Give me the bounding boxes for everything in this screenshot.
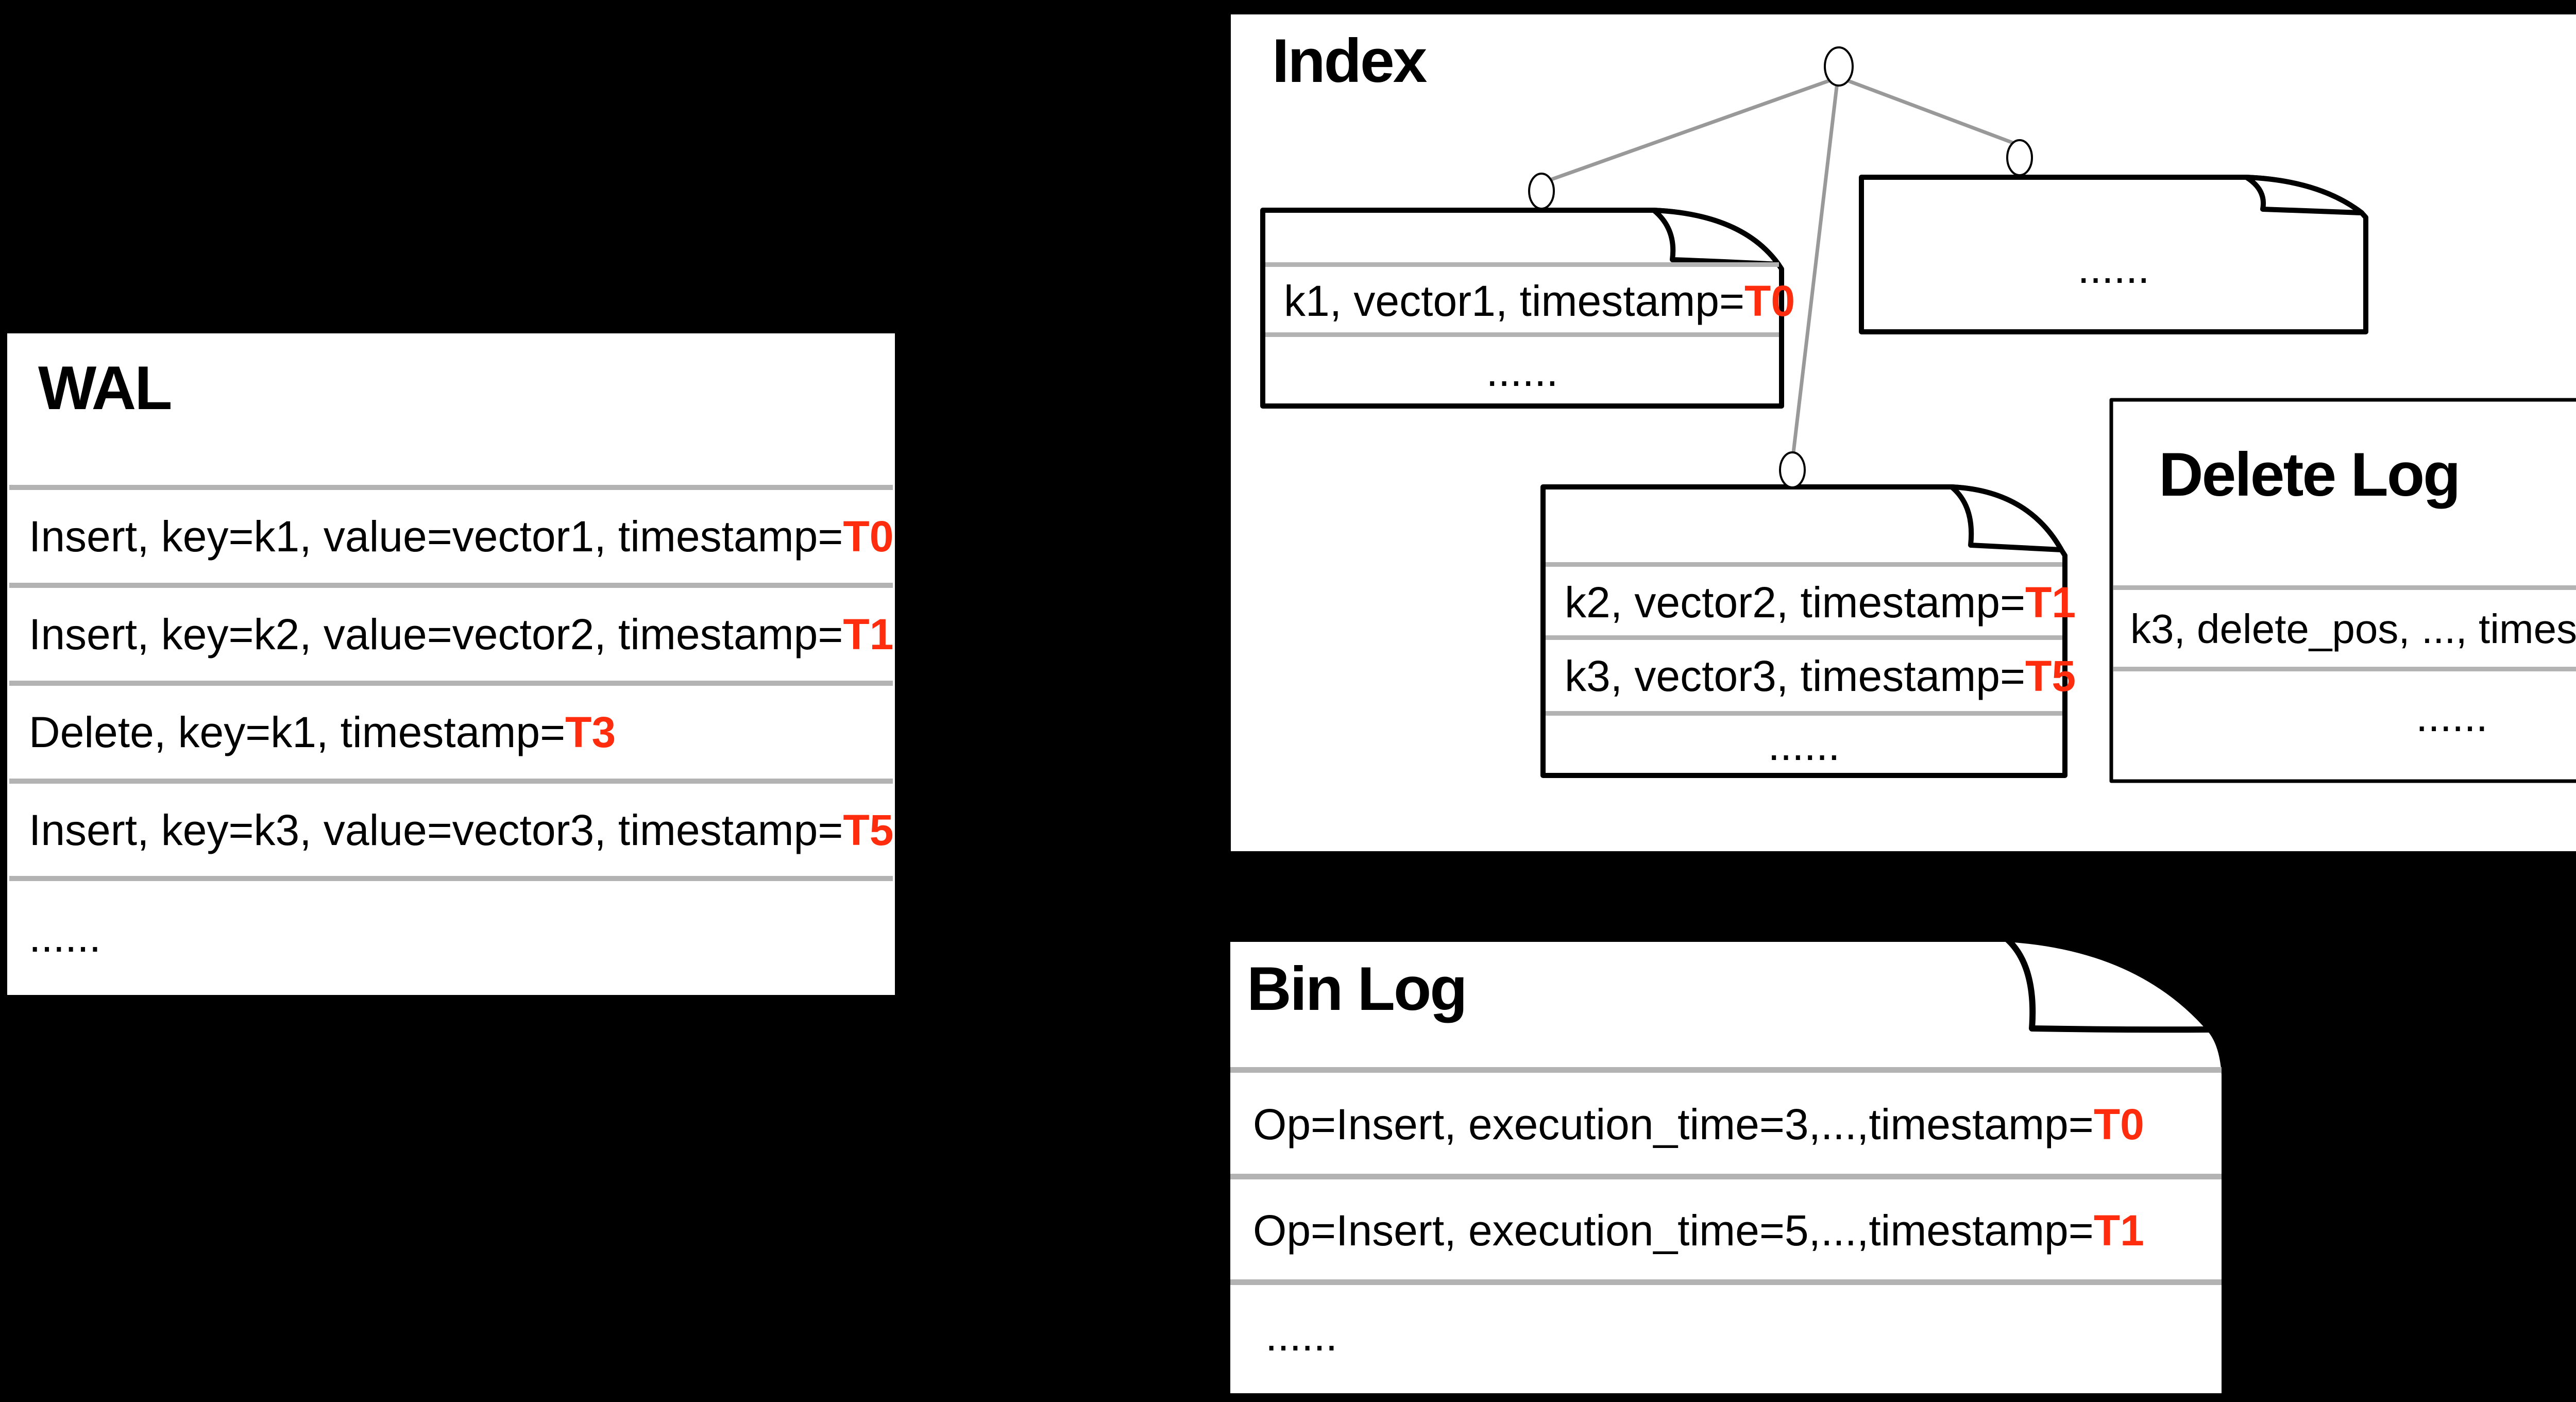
index-title: Index <box>1272 26 1427 95</box>
delete-log-title: Delete Log <box>2159 440 2461 509</box>
tree-edge-down <box>1790 80 1839 463</box>
wal-row: Insert, key=k2, value=vector2, timestamp… <box>29 585 893 683</box>
bin-log-row: ...... <box>1265 1285 1337 1386</box>
index-doc3-row-text: k2, vector2, timestamp= <box>1565 578 2026 627</box>
bin-log-title: Bin Log <box>1247 954 1468 1023</box>
timestamp-value: T0 <box>2093 1100 2144 1148</box>
divider <box>9 876 893 881</box>
index-doc3-row: k2, vector2, timestamp=T1 <box>1565 567 2076 637</box>
tree-node-right <box>2006 139 2033 176</box>
wal-row-text: Insert, key=k2, value=vector2, timestamp… <box>29 610 843 658</box>
divider <box>9 779 893 784</box>
timestamp-value: T1 <box>2025 578 2076 627</box>
index-doc1-row-text: ...... <box>1486 347 1558 395</box>
divider <box>1265 332 1779 337</box>
bin-log-row-text: ...... <box>1265 1311 1338 1360</box>
index-doc3-row-text: k3, vector3, timestamp= <box>1565 652 2026 700</box>
index-doc1-row: ...... <box>1263 337 1782 405</box>
tree-node-root <box>1824 46 1854 87</box>
divider <box>1230 1067 2222 1073</box>
wal-box <box>7 333 895 995</box>
timestamp-value: T1 <box>2093 1206 2144 1255</box>
divider <box>1546 711 2062 716</box>
bin-log-row: Op=Insert, execution_time=3,...,timestam… <box>1253 1073 2144 1176</box>
index-doc2-row: ...... <box>1861 233 2366 302</box>
divider <box>1265 262 1779 267</box>
wal-row: Insert, key=k3, value=vector3, timestamp… <box>29 781 893 879</box>
index-doc3-row: ...... <box>1543 716 2065 774</box>
wal-row-text: Insert, key=k1, value=vector1, timestamp… <box>29 512 843 561</box>
delete-log-row: k3, delete_pos, ..., timestamp=T3 <box>2130 590 2576 668</box>
delete-log-row-text: ...... <box>2415 691 2488 740</box>
divider <box>1230 1279 2222 1285</box>
timestamp-value: T1 <box>843 610 894 658</box>
index-doc3-fold <box>1949 484 2064 552</box>
tree-edge-right <box>1837 75 2022 147</box>
index-doc3-row: k3, vector3, timestamp=T5 <box>1565 640 2076 712</box>
tree-edge-left <box>1539 75 1841 185</box>
divider <box>9 583 893 588</box>
bin-log-fold <box>2004 936 2213 1033</box>
wal-row: ...... <box>29 879 101 995</box>
divider <box>1546 635 2062 640</box>
tree-node-bottom <box>1779 451 1806 488</box>
divider <box>2113 667 2576 671</box>
wal-row: Insert, key=k1, value=vector1, timestamp… <box>29 487 893 585</box>
timestamp-value: T0 <box>843 512 894 561</box>
divider <box>1230 1174 2222 1179</box>
bin-log-row-text: Op=Insert, execution_time=3,...,timestam… <box>1253 1100 2094 1148</box>
timestamp-value: T5 <box>843 805 894 854</box>
index-doc3-row-text: ...... <box>1768 721 1840 769</box>
timestamp-value: T0 <box>1744 277 1795 325</box>
index-doc2-row-text: ...... <box>2077 243 2150 292</box>
timestamp-value: T3 <box>565 708 616 756</box>
timestamp-value: T5 <box>2025 652 2076 700</box>
divider <box>2113 585 2576 590</box>
divider <box>1546 562 2062 567</box>
delete-log-shape <box>2109 398 2576 783</box>
bin-log-row: Op=Insert, execution_time=5,...,timestam… <box>1253 1179 2144 1281</box>
divider <box>9 485 893 490</box>
delete-log-row: ...... <box>2111 671 2576 761</box>
wal-row-text: ...... <box>29 913 101 961</box>
wal-row: Delete, key=k1, timestamp=T3 <box>29 683 616 781</box>
wal-row-text: Delete, key=k1, timestamp= <box>29 708 566 756</box>
bin-log-row-text: Op=Insert, execution_time=5,...,timestam… <box>1253 1206 2094 1255</box>
index-doc1-row: k1, vector1, timestamp=T0 <box>1284 267 1795 334</box>
index-doc1-row-text: k1, vector1, timestamp= <box>1284 277 1745 325</box>
index-doc2-fold <box>2244 175 2364 215</box>
tree-node-left <box>1528 173 1555 210</box>
divider <box>9 681 893 686</box>
wal-title: WAL <box>38 353 173 423</box>
wal-row-text: Insert, key=k3, value=vector3, timestamp… <box>29 805 843 854</box>
delete-log-row-text: k3, delete_pos, ..., timestamp= <box>2130 606 2576 652</box>
